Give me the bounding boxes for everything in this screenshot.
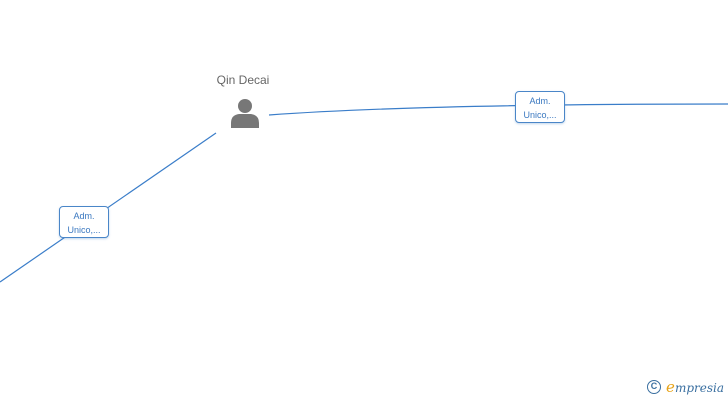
brand-initial: e [666,378,675,396]
relation-role: Adm. [73,211,95,221]
brand-logo: empresia [666,378,724,396]
relation-detail: Unico,... [523,110,557,120]
empresia-watermark: C empresia [647,378,724,396]
person-name[interactable]: Qin Decai [216,73,270,87]
edge-to-right-company [268,103,728,116]
relation-label-left[interactable]: Adm. Unico,... [59,206,109,238]
relation-label-right[interactable]: Adm. Unico,... [515,91,565,123]
copyright-icon: C [647,380,662,394]
relation-detail: Unico,... [67,225,101,235]
person-icon[interactable] [229,97,261,129]
brand-name: mpresia [674,381,724,395]
relation-role: Adm. [529,96,551,106]
